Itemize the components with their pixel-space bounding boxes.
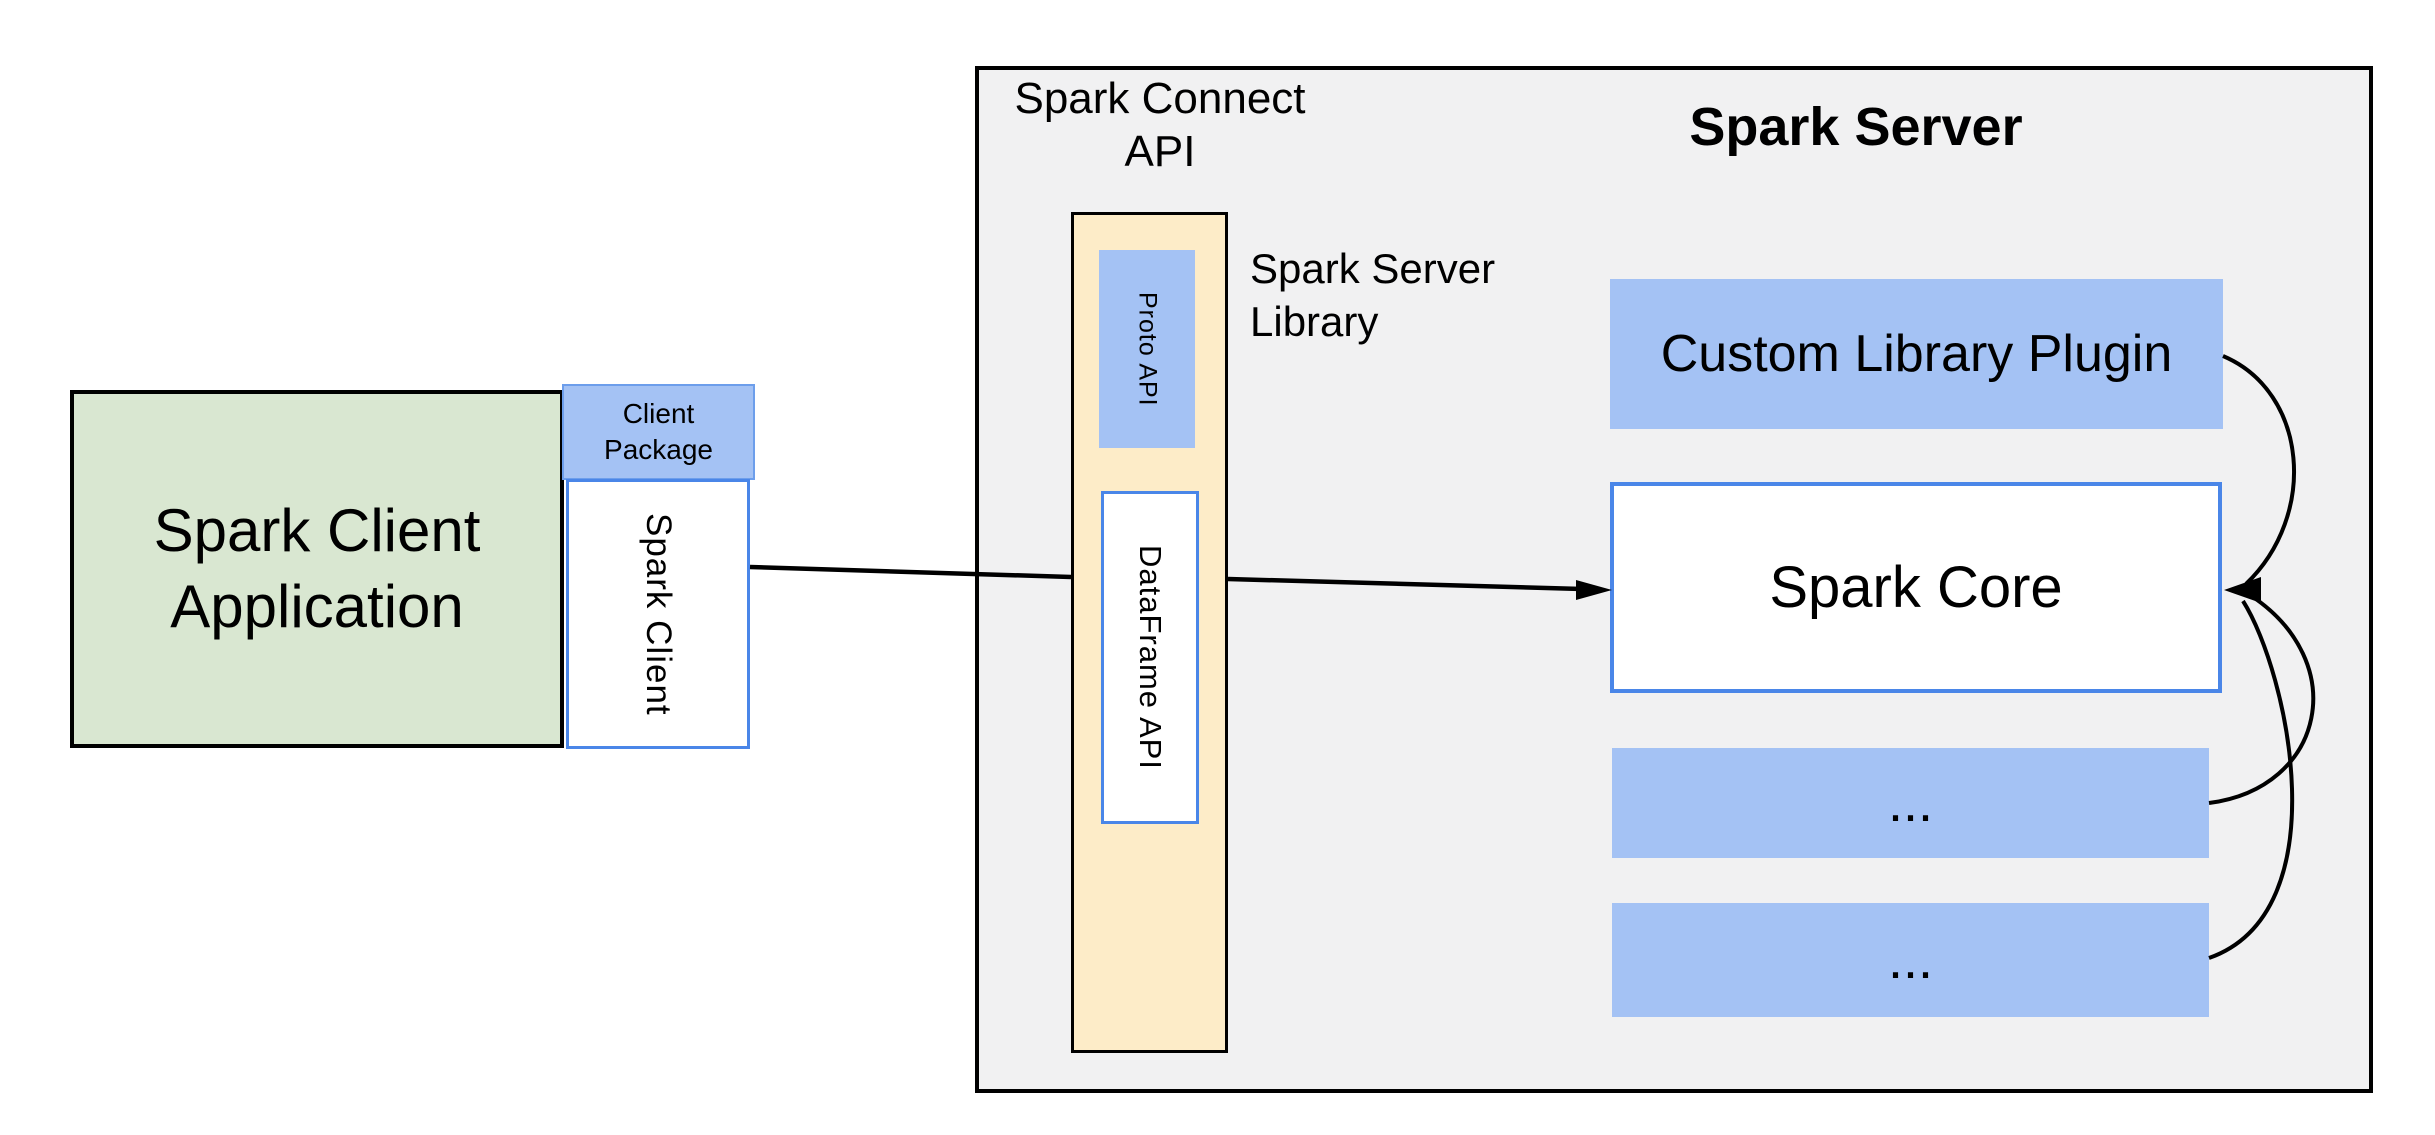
spark-connect-api-label-line1: Spark Connect (1014, 74, 1306, 123)
proto-api-box: Proto API (1099, 250, 1195, 448)
plugin-slot-2-box: ... (1612, 903, 2209, 1017)
spark-client-label: Spark Client (639, 512, 678, 716)
client-package-line1: Client (622, 398, 695, 429)
spark-client-application-line1: Spark Client (153, 497, 481, 564)
spark-server-library-label-line1: Spark Server (1250, 245, 1496, 292)
dataframe-api-label: DataFrame API (1133, 545, 1168, 770)
spark-server-library-label: Spark Server Library (1250, 242, 1570, 348)
spark-server-title: Spark Server (1689, 97, 2023, 157)
client-package-box: Client Package (562, 384, 755, 480)
plugin-slot-2-label: ... (1887, 930, 1933, 990)
spark-client-application-line2: Application (170, 573, 464, 640)
spark-client-application-box: Spark Client Application (70, 390, 564, 748)
plugin-slot-1-label: ... (1887, 773, 1933, 833)
custom-library-plugin-label: Custom Library Plugin (1660, 325, 2173, 383)
spark-client-box: Spark Client (566, 479, 750, 749)
proto-api-label: Proto API (1133, 291, 1162, 407)
client-package-line2: Package (604, 434, 713, 465)
spark-core-box: Spark Core (1610, 482, 2222, 693)
spark-connect-api-label: Spark Connect API (1000, 72, 1320, 178)
dataframe-api-box: DataFrame API (1101, 491, 1199, 824)
plugin-slot-1-box: ... (1612, 748, 2209, 858)
custom-library-plugin-box: Custom Library Plugin (1610, 279, 2223, 429)
spark-core-label: Spark Core (1769, 555, 2063, 620)
spark-connect-api-label-line2: API (1124, 127, 1196, 176)
spark-server-library-label-line2: Library (1250, 298, 1379, 345)
